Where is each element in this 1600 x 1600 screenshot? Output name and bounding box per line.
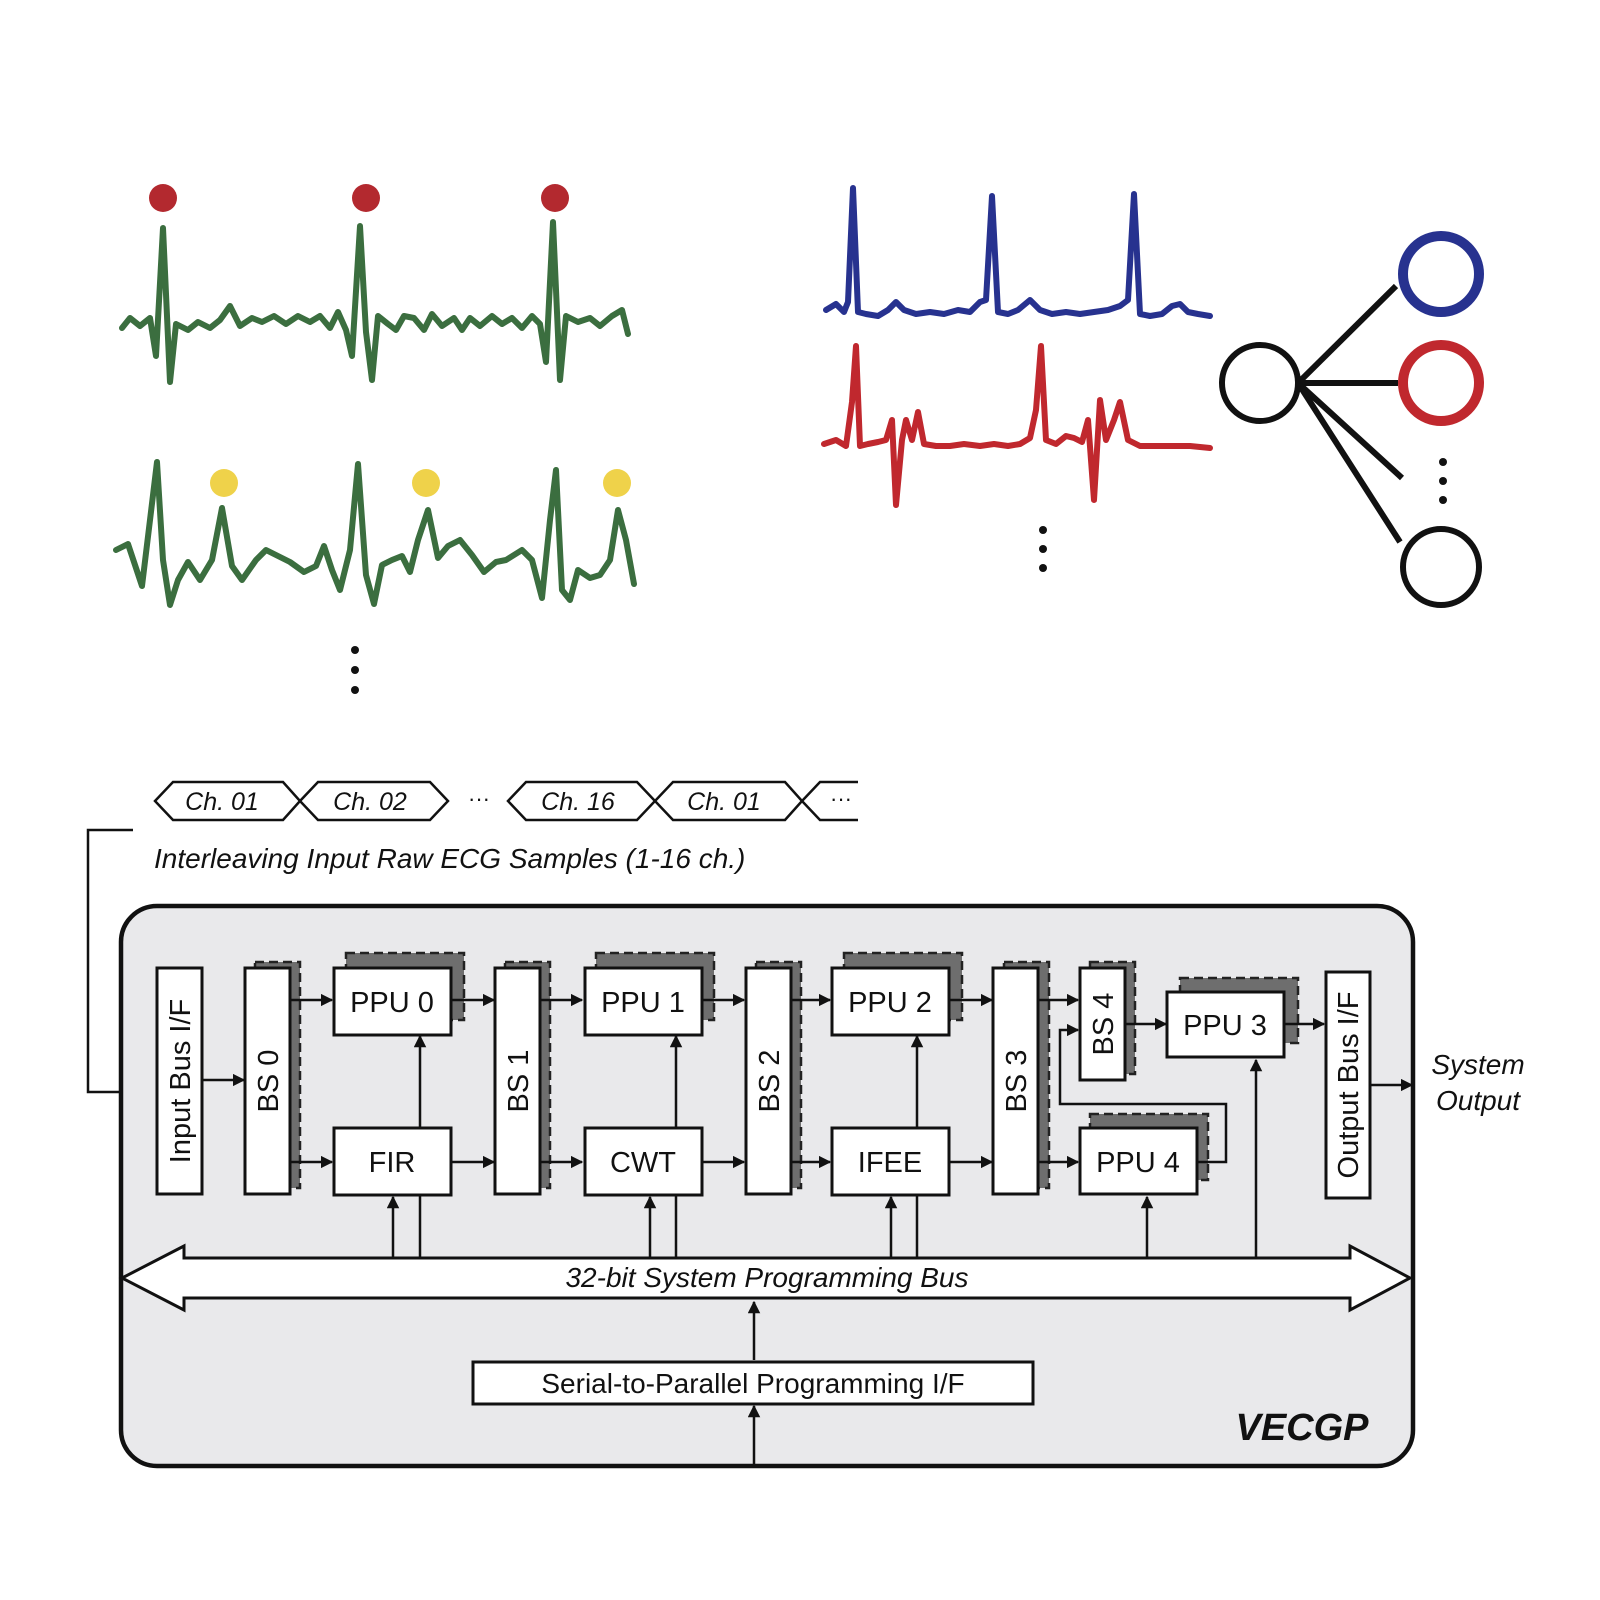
ppu1-block: PPU 1: [583, 966, 704, 1037]
ecg-trace-1: [119, 219, 631, 385]
system-output-label: Output: [1436, 1085, 1521, 1116]
ppu3-block: PPU 3: [1165, 990, 1286, 1059]
svg-text:PPU 4: PPU 4: [1096, 1147, 1180, 1179]
svg-text:IFEE: IFEE: [858, 1147, 922, 1179]
input-caption: Interleaving Input Raw ECG Samples (1-16…: [154, 843, 745, 874]
channel-tag: Ch. 02: [333, 788, 407, 816]
svg-text:BS 1: BS 1: [503, 1050, 535, 1113]
svg-text:BS 3: BS 3: [1001, 1050, 1033, 1113]
t-peak-marker: [210, 469, 238, 497]
r-peak-marker: [149, 184, 177, 212]
svg-text:CWT: CWT: [610, 1147, 676, 1179]
vertical-ellipsis-icon: [1039, 526, 1047, 572]
ppu2-block: PPU 2: [830, 966, 951, 1037]
svg-text:FIR: FIR: [369, 1147, 416, 1179]
blue-signal-trace: [823, 185, 1213, 319]
bus-label: 32-bit System Programming Bus: [565, 1262, 968, 1293]
svg-text:BS 0: BS 0: [253, 1050, 285, 1113]
bs3-block: BS 3: [991, 966, 1040, 1196]
channel-tag-ellipsis: ···: [468, 786, 490, 811]
ppu4-block: PPU 4: [1078, 1126, 1199, 1196]
datapath-wires: [203, 993, 1414, 1466]
input-node: [1219, 342, 1301, 424]
ecg-trace-2: [113, 459, 637, 608]
red-signal-trace: [821, 343, 1213, 508]
ifee-block: IFEE: [830, 1126, 951, 1197]
bs0-block: BS 0: [243, 966, 292, 1196]
svg-text:PPU 3: PPU 3: [1183, 1010, 1267, 1042]
system-output-label: System: [1431, 1049, 1524, 1080]
bs4-block: BS 4: [1078, 966, 1127, 1082]
ecg-left-panel: [113, 184, 637, 694]
output-node-black: [1400, 526, 1482, 608]
t-peak-marker: [412, 469, 440, 497]
svg-text:PPU 0: PPU 0: [350, 987, 434, 1019]
svg-text:BS 4: BS 4: [1088, 993, 1120, 1056]
input-bus-if: Input Bus I/F: [155, 966, 204, 1196]
fir-block: FIR: [332, 1126, 453, 1197]
output-bus-if: Output Bus I/F: [1324, 970, 1372, 1200]
svg-text:Output Bus I/F: Output Bus I/F: [1333, 992, 1365, 1179]
channel-tag: Ch. 16: [541, 788, 615, 816]
classifier-node-graph-icon: [1219, 231, 1484, 608]
ecg-right-panel: [821, 185, 1484, 608]
svg-text:BS 2: BS 2: [754, 1050, 786, 1113]
r-peak-marker: [541, 184, 569, 212]
output-node-red: [1398, 340, 1484, 426]
svg-text:PPU 1: PPU 1: [601, 987, 685, 1019]
chip-name: VECGP: [1235, 1407, 1369, 1449]
channel-stream: Ch. 01 Ch. 02 ··· Ch. 16 Ch. 01 ···: [153, 780, 858, 822]
r-peak-marker: [352, 184, 380, 212]
system-programming-bus: 32-bit System Programming Bus: [118, 1243, 1414, 1313]
cwt-block: CWT: [583, 1126, 704, 1197]
channel-tag: Ch. 01: [687, 788, 761, 816]
t-peak-marker: [603, 469, 631, 497]
bs2-block: BS 2: [744, 966, 793, 1196]
channel-tag: Ch. 01: [185, 788, 259, 816]
ppu0-block: PPU 0: [332, 966, 453, 1037]
vertical-ellipsis-icon: [1439, 458, 1447, 504]
output-node-blue: [1398, 231, 1484, 317]
vertical-ellipsis-icon: [351, 646, 359, 694]
serial-programming-if: Serial-to-Parallel Programming I/F: [471, 1360, 1035, 1406]
channel-tag-ellipsis: ···: [830, 786, 852, 811]
svg-text:Serial-to-Parallel Programming: Serial-to-Parallel Programming I/F: [541, 1368, 964, 1399]
svg-text:PPU 2: PPU 2: [848, 987, 932, 1019]
svg-text:Input Bus I/F: Input Bus I/F: [165, 999, 197, 1163]
bs1-block: BS 1: [493, 966, 542, 1196]
